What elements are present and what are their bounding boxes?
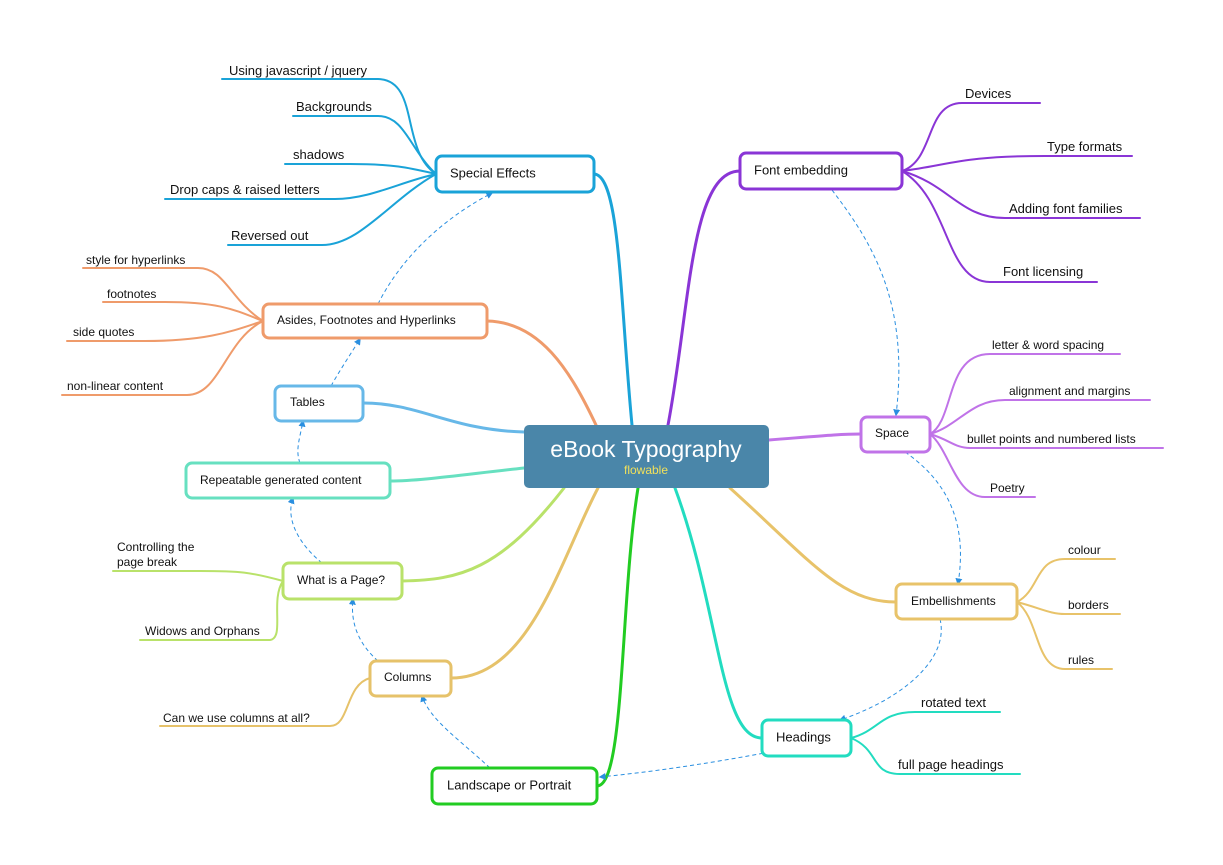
relation-embellishments-to-headings	[838, 618, 942, 722]
branch-what-is-page	[400, 486, 566, 583]
leaf-label[interactable]: Using javascript / jquery	[229, 63, 367, 78]
relation-font-to-space	[831, 189, 901, 417]
leaf-label[interactable]: Poetry	[990, 481, 1025, 495]
leaf-label[interactable]: Backgrounds	[296, 99, 372, 114]
relationships	[287, 189, 963, 780]
leaf-label[interactable]: Can we use columns at all?	[163, 711, 310, 725]
topic-label: Special Effects	[450, 165, 536, 180]
central-subtitle: flowable	[624, 463, 668, 477]
leaf-label[interactable]: style for hyperlinks	[86, 253, 185, 267]
leaf-label[interactable]: colour	[1068, 543, 1101, 557]
relation-repeatable-to-tables	[297, 419, 306, 464]
branch-embellishments	[728, 486, 898, 604]
relation-headings-to-landscape	[598, 751, 771, 780]
leaf-label[interactable]: footnotes	[107, 287, 156, 301]
leaf-label[interactable]: Type formats	[1047, 139, 1123, 154]
topic-columns[interactable]: Columns	[368, 659, 453, 698]
topic-headings[interactable]: Headings	[760, 718, 853, 758]
topic-label: Landscape or Portrait	[447, 777, 572, 792]
topic-space[interactable]: Space	[859, 415, 932, 454]
branch-font-embedding	[666, 169, 742, 427]
topic-repeatable[interactable]: Repeatable generated content	[184, 461, 392, 500]
leaf-label[interactable]: full page headings	[898, 757, 1004, 772]
leaf-label[interactable]: Reversed out	[231, 228, 309, 243]
branch-repeatable	[388, 466, 526, 483]
relation-space-to-embellishments	[904, 451, 963, 586]
leaves-embellishments: colour borders rules	[1068, 543, 1109, 667]
topic-special-effects[interactable]: Special Effects	[434, 154, 596, 194]
topic-label: Font embedding	[754, 162, 848, 177]
leaf-branches	[61, 78, 1164, 775]
leaf-label[interactable]: letter & word spacing	[992, 338, 1104, 352]
topic-landscape[interactable]: Landscape or Portrait	[430, 766, 599, 806]
leaf-label[interactable]: Adding font families	[1009, 201, 1123, 216]
leaf-label[interactable]: Font licensing	[1003, 264, 1083, 279]
leaf-label[interactable]: bullet points and numbered lists	[967, 432, 1136, 446]
leaf-label[interactable]: non-linear content	[67, 379, 164, 393]
leaf-label[interactable]: Widows and Orphans	[145, 624, 260, 638]
topic-label: Columns	[384, 670, 431, 684]
leaf-label[interactable]: side quotes	[73, 325, 134, 339]
topic-label: What is a Page?	[297, 573, 385, 587]
leaf-label[interactable]: page break	[117, 555, 178, 569]
topic-label: Headings	[776, 729, 831, 744]
leaf-label[interactable]: borders	[1068, 598, 1109, 612]
central-title: eBook Typography	[550, 436, 742, 462]
leaf-label[interactable]: alignment and margins	[1009, 384, 1130, 398]
relation-asides-to-special-effects	[377, 192, 494, 305]
relation-page-to-repeatable	[287, 496, 323, 564]
relation-columns-to-page	[348, 597, 379, 662]
branch-space	[767, 432, 863, 442]
leaves-space: letter & word spacing alignment and marg…	[967, 338, 1136, 495]
main-branches	[361, 169, 898, 788]
topic-label: Tables	[290, 395, 325, 409]
topic-embellishments[interactable]: Embellishments	[894, 582, 1019, 621]
leaf-label[interactable]: rotated text	[921, 695, 986, 710]
topic-asides[interactable]: Asides, Footnotes and Hyperlinks	[261, 302, 489, 340]
leaves-columns: Can we use columns at all?	[163, 711, 310, 725]
leaf-label[interactable]: Controlling the	[117, 540, 195, 554]
relation-tables-to-asides	[330, 337, 361, 387]
leaves-headings: rotated text full page headings	[898, 695, 1004, 772]
branch-landscape	[595, 486, 640, 788]
branch-asides	[485, 319, 598, 427]
leaves-what-is-page: Controlling the page break Widows and Or…	[117, 540, 260, 638]
branch-special-effects	[592, 172, 634, 427]
leaves-special-effects: Using javascript / jquery Backgrounds sh…	[170, 63, 372, 243]
leaf-label[interactable]: Drop caps & raised letters	[170, 182, 320, 197]
branch-headings	[673, 486, 764, 740]
leaf-label[interactable]: Devices	[965, 86, 1012, 101]
topic-label: Space	[875, 426, 909, 440]
topic-what-is-page[interactable]: What is a Page?	[281, 561, 404, 601]
leaf-label[interactable]: rules	[1068, 653, 1094, 667]
topic-label: Embellishments	[911, 594, 996, 608]
branch-tables	[361, 401, 526, 434]
topic-font-embedding[interactable]: Font embedding	[738, 151, 904, 191]
topic-label: Asides, Footnotes and Hyperlinks	[277, 313, 456, 327]
topic-tables[interactable]: Tables	[273, 384, 365, 423]
relation-landscape-to-columns	[420, 694, 491, 769]
leaf-label[interactable]: shadows	[293, 147, 345, 162]
topic-label: Repeatable generated content	[200, 473, 362, 487]
leaves-font-embedding: Devices Type formats Adding font familie…	[965, 86, 1123, 279]
central-topic[interactable]: eBook Typography flowable	[524, 425, 769, 488]
leaves-asides: style for hyperlinks footnotes side quot…	[67, 253, 185, 393]
branch-columns	[449, 486, 600, 680]
